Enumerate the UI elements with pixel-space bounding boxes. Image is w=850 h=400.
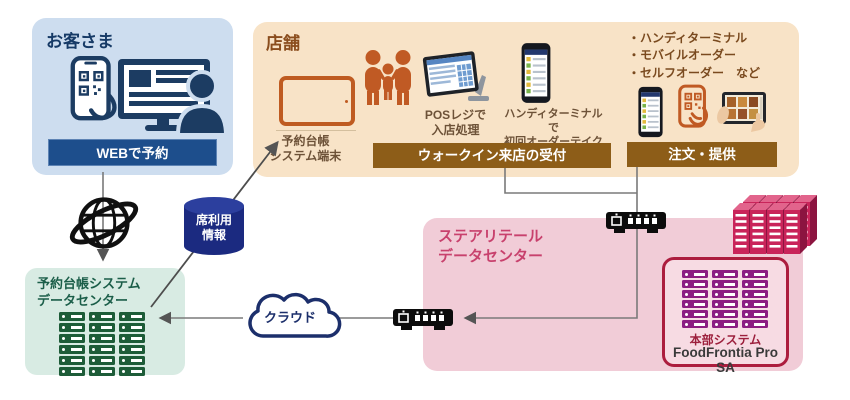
web-reserve-banner: WEBで予約 xyxy=(48,139,217,166)
store-box: 店舗 予約台帳 システム端末 xyxy=(253,22,799,177)
reservation-datacenter-title: 予約台帳システム データセンター xyxy=(37,276,141,308)
pos-label: POSレジで 入店処理 xyxy=(424,108,487,137)
tablet-shadow-line xyxy=(276,130,356,131)
reservation-tablet-icon xyxy=(279,76,355,126)
customer-box: お客さま xyxy=(32,18,233,175)
retail-datacenter-title: ステアリテール データセンター xyxy=(438,228,544,266)
self-order-tablet-icon xyxy=(717,92,766,132)
handy-terminal-icon xyxy=(521,43,551,103)
hq-product-label: FoodFrontia Pro SA xyxy=(673,345,778,375)
hq-system-label: 本部システム xyxy=(689,333,762,347)
walkin-banner: ウォークイン来店の受付 xyxy=(373,143,611,168)
order-banner: 注文・提供 xyxy=(627,142,777,167)
pos-register-icon xyxy=(422,51,489,101)
seat-info-database: 席利用 情報 xyxy=(182,196,246,258)
order-method-item: ・セルフオーダー など xyxy=(628,65,761,80)
qr-phone-icon xyxy=(70,56,117,121)
order-smartphone-icon xyxy=(638,86,663,138)
mobile-order-qr-phone-icon xyxy=(678,84,709,128)
server-stack-3d-icon xyxy=(733,195,817,254)
globe-icon xyxy=(69,197,139,249)
customer-title: お客さま xyxy=(46,32,114,51)
hq-system-box: 本部システム FoodFrontia Pro SA xyxy=(662,257,789,375)
order-methods-list: ・ハンディターミナル ・モバイルオーダー ・セルフオーダー など xyxy=(628,30,760,82)
family-icon xyxy=(365,50,411,105)
router-icon xyxy=(606,212,666,233)
reservation-datacenter-box: 予約台帳システム データセンター xyxy=(25,268,185,376)
reservation-tablet-label: 予約台帳 システム端末 xyxy=(269,134,342,163)
order-method-item: ・モバイルオーダー xyxy=(628,48,737,63)
store-title: 店舗 xyxy=(266,34,300,53)
green-server-rack-icon xyxy=(59,312,145,376)
order-method-item: ・ハンディターミナル xyxy=(628,31,748,45)
monitor-user-icon xyxy=(118,59,228,135)
cloud-label: クラウド xyxy=(263,310,316,325)
router-icon xyxy=(393,309,453,330)
seat-info-label: 席利用 情報 xyxy=(195,213,232,242)
cloud-node: クラウド xyxy=(238,283,342,349)
purple-server-rack-icon xyxy=(682,270,768,328)
